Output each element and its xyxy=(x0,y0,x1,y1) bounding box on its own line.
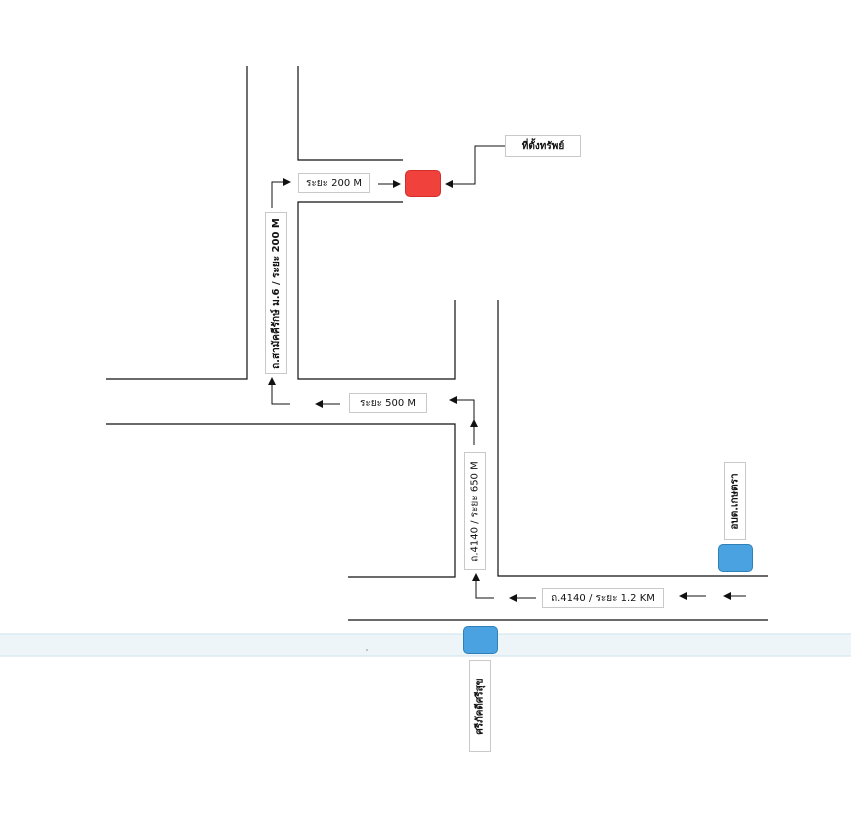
road-6-text: ถ.สามัคคีรักษ์ ม.6 / ระยะ 200 M xyxy=(270,217,282,369)
sao-text: อบต.เกษตรา xyxy=(729,472,741,530)
road-6-label: ถ.สามัคคีรักษ์ ม.6 / ระยะ 200 M xyxy=(265,212,287,374)
small-dot xyxy=(366,649,368,651)
distance-500-label: ระยะ 500 M xyxy=(349,393,427,413)
sri-kasetsart-text: ศรีภัคดีศรีสุข xyxy=(474,677,486,735)
road-4140-650-label: ถ.4140 / ระยะ 650 M xyxy=(464,452,486,570)
arrow-up-road6 xyxy=(268,377,290,405)
arrow-to-200 xyxy=(271,178,291,208)
distance-200-label: ระยะ 200 M xyxy=(298,173,370,193)
road-left-outer xyxy=(106,66,248,380)
road-right xyxy=(497,300,768,577)
arrow-up-4140 xyxy=(472,573,494,599)
property-marker xyxy=(405,170,441,197)
route-arrows xyxy=(268,145,746,602)
sao-label: อบต.เกษตรา xyxy=(724,462,746,540)
arrow-from-650 xyxy=(449,396,475,422)
road-middle-bottom xyxy=(106,423,456,578)
road-left-inner-bottom xyxy=(297,201,456,380)
property-label: ที่ตั้งทรัพย์ xyxy=(505,135,581,157)
road-left-inner-top xyxy=(297,66,403,161)
highway-band xyxy=(0,634,851,656)
road-lines xyxy=(106,66,768,621)
landmark-marker-right xyxy=(718,544,753,572)
sri-kasetsart-label: ศรีภัคดีศรีสุข xyxy=(469,660,491,752)
road-4140-1-2-label: ถ.4140 / ระยะ 1.2 KM xyxy=(542,588,664,608)
arrow-pointer xyxy=(445,145,505,188)
landmark-marker-bottom xyxy=(463,626,498,654)
road-4140-650-text: ถ.4140 / ระยะ 650 M xyxy=(469,460,481,562)
